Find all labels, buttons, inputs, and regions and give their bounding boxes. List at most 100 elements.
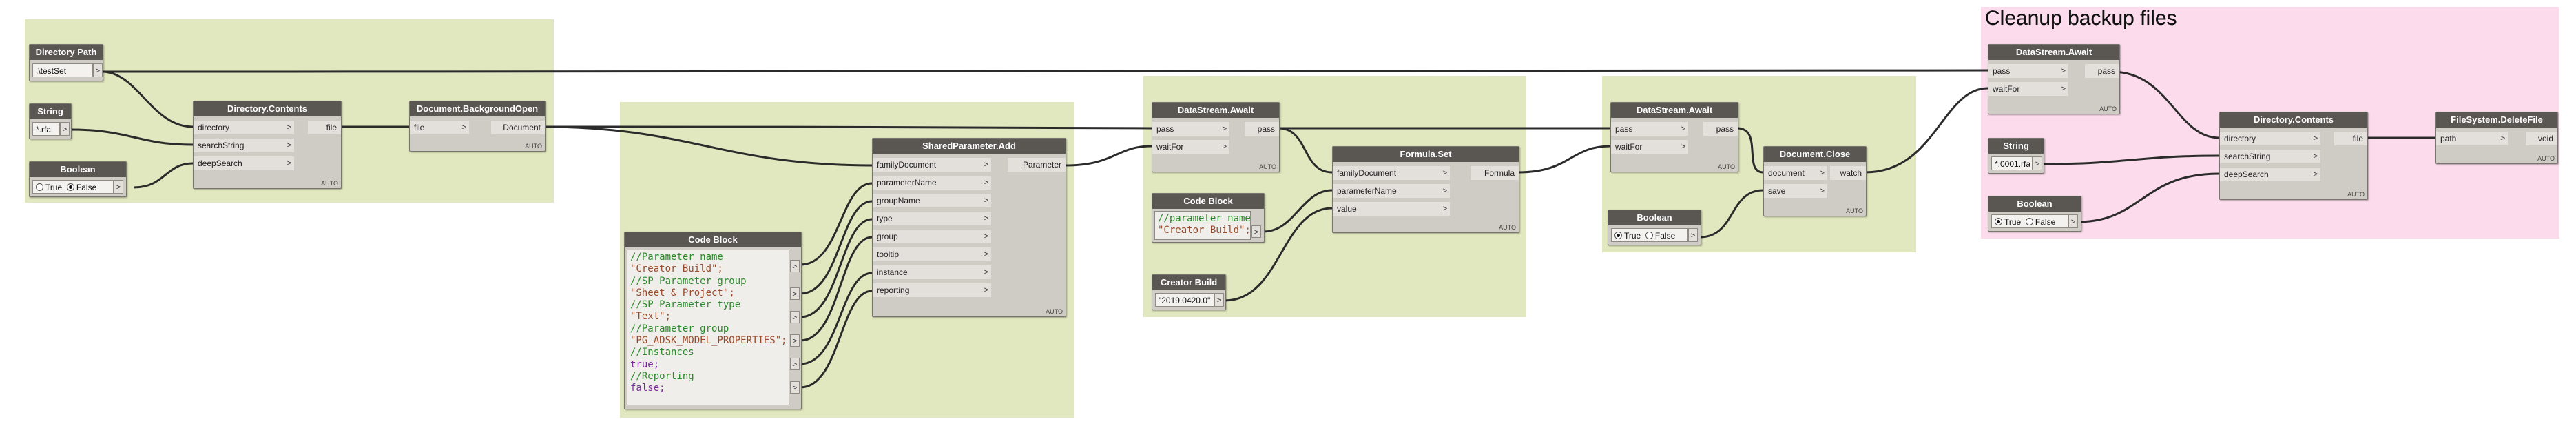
boolean-toggle[interactable]: True False [1991, 214, 2068, 228]
input-instance[interactable]: instance> [873, 265, 991, 279]
boolean-node-2[interactable]: Boolean True False > [1608, 210, 1701, 245]
boolean-node-3[interactable]: Boolean True False > [1988, 196, 2081, 232]
datastream-await-node-2[interactable]: DataStream.Await pass> waitFor> pass AUT… [1610, 102, 1738, 172]
output-port[interactable]: > [1214, 293, 1224, 307]
input-waitfor[interactable]: waitFor> [1611, 140, 1688, 154]
output-formula[interactable]: Formula [1471, 166, 1519, 180]
input-document[interactable]: document> [1764, 166, 1827, 180]
output-port-5[interactable]: > [790, 358, 800, 370]
output-document[interactable]: Document [491, 121, 545, 134]
creator-build-node[interactable]: Creator Build "2019.0420.0" > [1152, 274, 1226, 310]
code-editor[interactable]: //parameter name"Creator Build"; [1154, 211, 1251, 240]
input-searchstring[interactable]: searchString> [194, 139, 294, 152]
lacing-label: AUTO [1846, 207, 1863, 214]
creator-build-value[interactable]: "2019.0420.0" [1155, 293, 1214, 307]
directory-path-node[interactable]: Directory Path .\testSet > [29, 44, 103, 81]
input-deepsearch[interactable]: deepSearch> [194, 156, 294, 170]
input-groupname[interactable]: groupName> [873, 194, 991, 207]
input-group[interactable]: group> [873, 230, 991, 243]
input-familydocument[interactable]: familyDocument> [1333, 166, 1450, 180]
formula-set-node[interactable]: Formula.Set familyDocument> parameterNam… [1332, 146, 1519, 233]
wire-close-to-await3 [1865, 87, 1988, 174]
string-node-rfa[interactable]: String *.rfa > [29, 103, 72, 139]
shared-parameter-add-node[interactable]: SharedParameter.Add familyDocument> para… [872, 138, 1066, 317]
lacing-label: AUTO [321, 180, 338, 187]
input-directory[interactable]: directory> [194, 121, 294, 134]
radio-true-icon[interactable] [1614, 232, 1622, 240]
output-pass[interactable]: pass [1703, 122, 1738, 136]
datastream-await-node-3[interactable]: DataStream.Await pass> waitFor> pass AUT… [1988, 44, 2120, 114]
input-save[interactable]: save> [1764, 184, 1827, 198]
input-familydocument[interactable]: familyDocument> [873, 158, 991, 172]
radio-true-icon[interactable] [1995, 218, 2002, 226]
output-port[interactable]: > [93, 63, 103, 77]
output-file[interactable]: file [308, 121, 341, 134]
input-directory[interactable]: directory> [2220, 132, 2320, 145]
input-parametername[interactable]: parameterName> [873, 176, 991, 190]
node-title: Boolean [1608, 210, 1701, 225]
output-port-6[interactable]: > [790, 381, 800, 394]
input-deepsearch[interactable]: deepSearch> [2220, 168, 2320, 181]
radio-true-icon[interactable] [36, 183, 43, 192]
input-parametername[interactable]: parameterName> [1333, 184, 1450, 198]
code-block-node-1[interactable]: Code Block //Parameter name"Creator Buil… [624, 232, 802, 409]
output-pass[interactable]: pass [1245, 122, 1279, 136]
input-type[interactable]: type> [873, 212, 991, 225]
string-node-backup[interactable]: String *.0001.rfa > [1988, 138, 2044, 174]
output-port[interactable]: > [60, 122, 70, 136]
input-waitfor[interactable]: waitFor> [1988, 82, 2068, 96]
input-value[interactable]: value> [1333, 202, 1450, 216]
radio-false-icon[interactable] [2025, 218, 2033, 226]
radio-false-icon[interactable] [66, 183, 74, 192]
input-searchstring[interactable]: searchString> [2220, 150, 2320, 163]
input-tooltip[interactable]: tooltip> [873, 247, 991, 261]
output-watch[interactable]: watch [1830, 166, 1866, 180]
lacing-label: AUTO [2099, 105, 2117, 112]
input-reporting[interactable]: reporting> [873, 283, 991, 297]
false-label: False [1654, 231, 1676, 241]
input-pass[interactable]: pass> [1611, 122, 1688, 136]
output-parameter[interactable]: Parameter [1008, 158, 1066, 172]
output-port-4[interactable]: > [790, 334, 800, 347]
output-void[interactable]: void [2526, 132, 2557, 145]
node-title: Boolean [30, 162, 126, 177]
input-waitfor[interactable]: waitFor> [1152, 140, 1229, 154]
output-port-3[interactable]: > [790, 311, 800, 323]
code-editor[interactable]: //Parameter name"Creator Build";//SP Par… [627, 250, 789, 405]
input-path[interactable]: path> [2436, 132, 2508, 145]
input-pass[interactable]: pass> [1152, 122, 1229, 136]
directory-contents-node-2[interactable]: Directory.Contents directory> searchStri… [2219, 112, 2368, 200]
output-file[interactable]: file [2334, 132, 2367, 145]
document-close-node[interactable]: Document.Close document> save> watch AUT… [1763, 146, 1867, 216]
output-port[interactable]: > [2033, 156, 2042, 170]
boolean-toggle[interactable]: True False [1611, 228, 1688, 242]
wire-code1-d [800, 236, 873, 342]
output-port-2[interactable]: > [790, 287, 800, 300]
output-port-1[interactable]: > [790, 260, 800, 272]
output-port[interactable]: > [1251, 225, 1261, 238]
boolean-node-1[interactable]: Boolean True False > [29, 161, 127, 197]
document-background-open-node[interactable]: Document.BackgroundOpen file> Document A… [409, 101, 546, 152]
output-port[interactable]: > [1688, 228, 1698, 242]
radio-false-icon[interactable] [1645, 232, 1653, 240]
code-block-node-2[interactable]: Code Block //parameter name"Creator Buil… [1152, 193, 1265, 243]
string-value[interactable]: *.rfa [32, 122, 60, 136]
output-pass[interactable]: pass [2085, 64, 2119, 78]
filesystem-deletefile-node[interactable]: FileSystem.DeleteFile path> void AUTO [2435, 112, 2558, 164]
directory-path-value[interactable]: .\testSet [32, 63, 93, 77]
code-line: "Creator Build"; [1158, 225, 1251, 236]
output-port[interactable]: > [114, 180, 123, 194]
wire-bool1-to-dircontents [133, 162, 194, 189]
input-pass[interactable]: pass> [1988, 64, 2068, 78]
wire-bool2-to-close [1699, 189, 1764, 239]
boolean-toggle[interactable]: True False [32, 180, 114, 194]
directory-contents-node-1[interactable]: Directory.Contents directory> searchStri… [193, 101, 342, 189]
wire-code1-b [800, 200, 873, 295]
input-file[interactable]: file> [410, 121, 469, 134]
lacing-label: AUTO [1259, 163, 1276, 170]
string-value[interactable]: *.0001.rfa [1991, 156, 2033, 170]
datastream-await-node-1[interactable]: DataStream.Await pass> waitFor> pass AUT… [1152, 102, 1280, 172]
output-port[interactable]: > [2068, 214, 2078, 228]
wire-string1-to-dircontents [70, 128, 194, 146]
wire-code1-a [800, 182, 873, 266]
